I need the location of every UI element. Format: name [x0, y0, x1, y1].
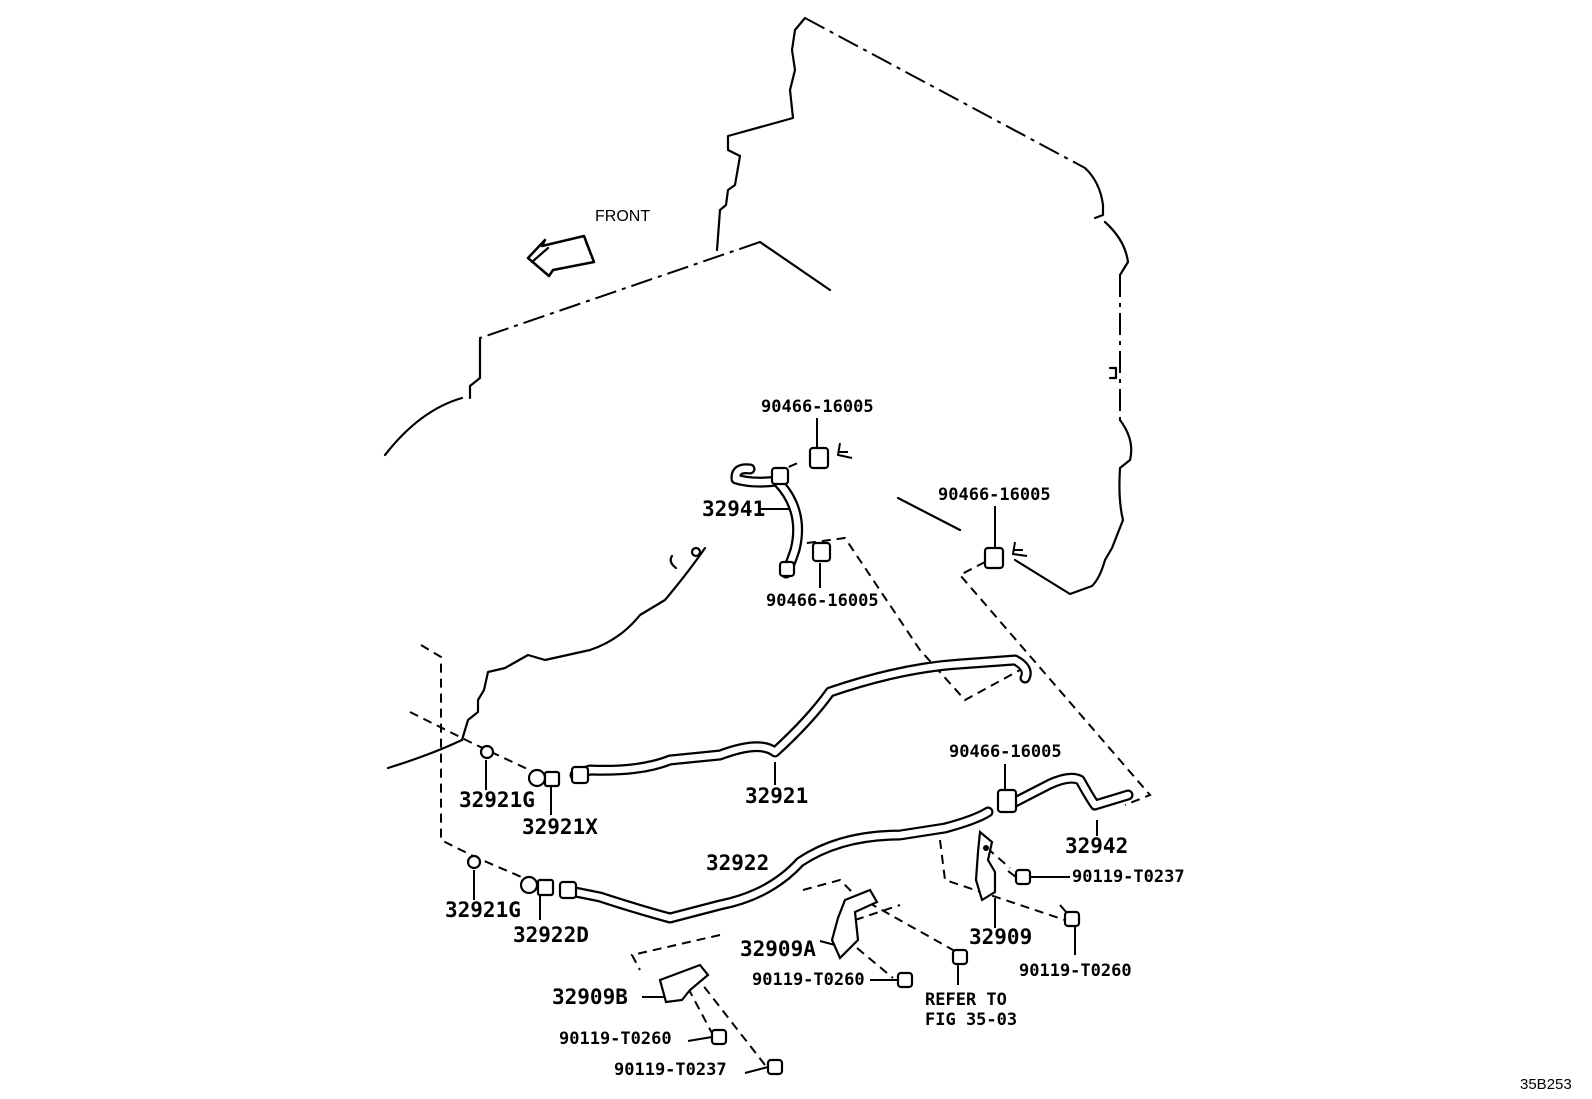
- gasket-32921G-icon: [466, 854, 482, 870]
- front-label: FRONT: [595, 208, 650, 225]
- bolt-icon: [1059, 904, 1081, 928]
- label-32922D: 32922D: [513, 923, 589, 947]
- bracket-32909B-icon: [658, 963, 710, 1004]
- label-32921G-lower: 32921G: [445, 898, 521, 922]
- label-32922: 32922: [706, 851, 769, 875]
- bolt-icon: [896, 971, 914, 989]
- label-leaders: [473, 418, 1098, 1074]
- hose-32942: [1009, 772, 1134, 811]
- refer-fig-label: FIG 35-03: [925, 1010, 1017, 1030]
- label-32909A: 32909A: [740, 937, 816, 961]
- label-32921: 32921: [745, 784, 808, 808]
- bolt-icon: [710, 1028, 728, 1046]
- gasket-32921G-icon: [479, 744, 495, 760]
- label-90466-16005-mid: 90466-16005: [766, 591, 879, 611]
- label-90466-16005-lower: 90466-16005: [949, 742, 1062, 762]
- clip-icon: [996, 788, 1018, 814]
- label-32941: 32941: [702, 497, 765, 521]
- label-90466-16005-top: 90466-16005: [761, 397, 874, 417]
- engine-outline: [383, 16, 1133, 770]
- label-90119-T0260-left: 90119-T0260: [559, 1029, 672, 1049]
- figure-code: 35B253: [1520, 1076, 1572, 1093]
- bolt-icon: [951, 948, 969, 966]
- bolt-icon: [766, 1058, 784, 1076]
- bracket-32909A-icon: [830, 888, 879, 960]
- clip-icon: [808, 442, 853, 470]
- clip-icon: [811, 541, 832, 563]
- union-32921X-icon: [527, 768, 561, 788]
- refer-to-label: REFER TO: [925, 990, 1007, 1010]
- front-arrow-icon: [526, 234, 596, 278]
- hose-32941: [730, 463, 804, 579]
- tube-32922: [558, 806, 994, 924]
- label-32921X: 32921X: [522, 815, 598, 839]
- label-90466-16005-right: 90466-16005: [938, 485, 1051, 505]
- bracket-32909-icon: [974, 829, 997, 902]
- label-90119-T0237-left: 90119-T0237: [614, 1060, 727, 1080]
- label-32909B: 32909B: [552, 985, 628, 1009]
- tube-32921: [569, 654, 1032, 785]
- label-90119-T0260-right: 90119-T0260: [1019, 961, 1132, 981]
- bolt-icon: [1007, 868, 1032, 886]
- union-32922D-icon: [519, 875, 555, 897]
- assembly-lines: [409, 461, 1152, 1066]
- label-32942: 32942: [1065, 834, 1128, 858]
- label-32909: 32909: [969, 925, 1032, 949]
- label-90119-T0237-right: 90119-T0237: [1072, 867, 1185, 887]
- label-90119-T0260-mid: 90119-T0260: [752, 970, 865, 990]
- label-32921G-upper: 32921G: [459, 788, 535, 812]
